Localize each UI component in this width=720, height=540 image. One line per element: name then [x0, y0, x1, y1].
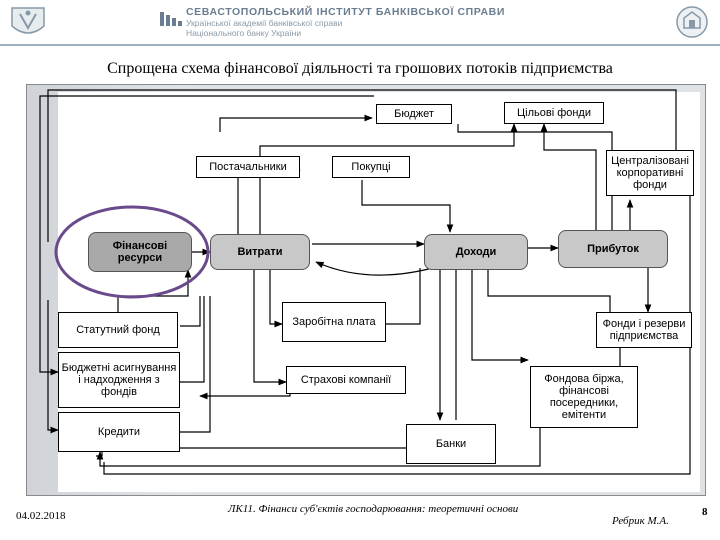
- header-bar: СЕВАСТОПОЛЬСЬКИЙ ІНСТИТУТ БАНКІВСЬКОЇ СП…: [0, 0, 720, 44]
- arrow-profit-budget-line: [457, 124, 613, 230]
- header-divider: [0, 44, 720, 46]
- arrow-expenses-insurance: [253, 268, 287, 386]
- arrow-expenses-wages: [269, 268, 283, 328]
- node-suppliers: Постачальники: [196, 156, 300, 178]
- arrow-expenses-suppliers: [237, 166, 301, 234]
- arrow-insurance-sources: [199, 392, 291, 400]
- node-financial-resources: Фінансові ресурси: [88, 232, 192, 272]
- arrow-stock-credits: [96, 420, 541, 467]
- node-wages: Заробітна плата: [282, 302, 386, 342]
- node-profit: Прибуток: [558, 230, 668, 268]
- node-insurance: Страхові компанії: [286, 366, 406, 394]
- node-income: Доходи: [424, 234, 528, 270]
- node-centralized-funds: Централізовані корпоративні фонди: [606, 150, 694, 196]
- footer-lecture-title: ЛК11. Фінанси суб'єктів господарювання: …: [228, 503, 519, 515]
- arrow-charter-resources: [117, 269, 192, 312]
- line-budgetfin-up: [180, 296, 205, 383]
- arrow-bus-budgetfin: [39, 242, 59, 376]
- institute-subtitle-1: Української академії банківської справи: [186, 18, 343, 28]
- arrow-to-budget: [219, 114, 373, 132]
- node-target-funds: Цільові фонди: [504, 102, 604, 124]
- slide-title: Спрощена схема фінансової діяльності та …: [107, 60, 613, 77]
- line-left-bus-top: [39, 95, 374, 242]
- node-banks: Банки: [406, 424, 496, 464]
- line-wages-income: [384, 268, 421, 325]
- footer-author: Ребрик М.А.: [612, 515, 669, 527]
- line-credits-up: [180, 296, 211, 433]
- arrow-income-expenses-curve: [315, 261, 441, 276]
- arrow-bus-credits: [47, 300, 59, 434]
- arrow-income-stock: [471, 268, 529, 364]
- arrow-buyers-income: [361, 180, 454, 233]
- page-number: 8: [702, 506, 708, 518]
- arrow-profit-targetfunds: [540, 123, 597, 230]
- line-charter-up: [180, 296, 201, 327]
- institute-emblem-right-icon: [676, 6, 708, 38]
- arrow-expenses-targetfunds: [259, 123, 518, 234]
- institute-title: СЕВАСТОПОЛЬСЬКИЙ ІНСТИТУТ БАНКІВСЬКОЇ СП…: [186, 6, 505, 18]
- node-credits: Кредити: [58, 412, 180, 452]
- institute-name-block: СЕВАСТОПОЛЬСЬКИЙ ІНСТИТУТ БАНКІВСЬКОЇ СП…: [186, 6, 586, 38]
- line-income-funds: [487, 268, 611, 312]
- footer-date: 04.02.2018: [16, 510, 66, 522]
- node-buyers: Покупці: [332, 156, 410, 178]
- highlight-ellipse: [54, 205, 210, 299]
- institute-logo-icon: [160, 12, 182, 26]
- node-stock-exchange: Фондова біржа, фінансові посередники, ем…: [530, 366, 638, 428]
- node-enterprise-funds: Фонди і резерви підприємства: [596, 312, 692, 348]
- institute-emblem-left-icon: [11, 7, 45, 34]
- node-budget: Бюджет: [376, 104, 452, 124]
- node-charter-fund: Статутний фонд: [58, 312, 178, 348]
- node-budget-financing: Бюджетні асигнування і надходження з фон…: [58, 352, 180, 408]
- node-expenses: Витрати: [210, 234, 310, 270]
- institute-subtitle-2: Національного банку України: [186, 28, 302, 38]
